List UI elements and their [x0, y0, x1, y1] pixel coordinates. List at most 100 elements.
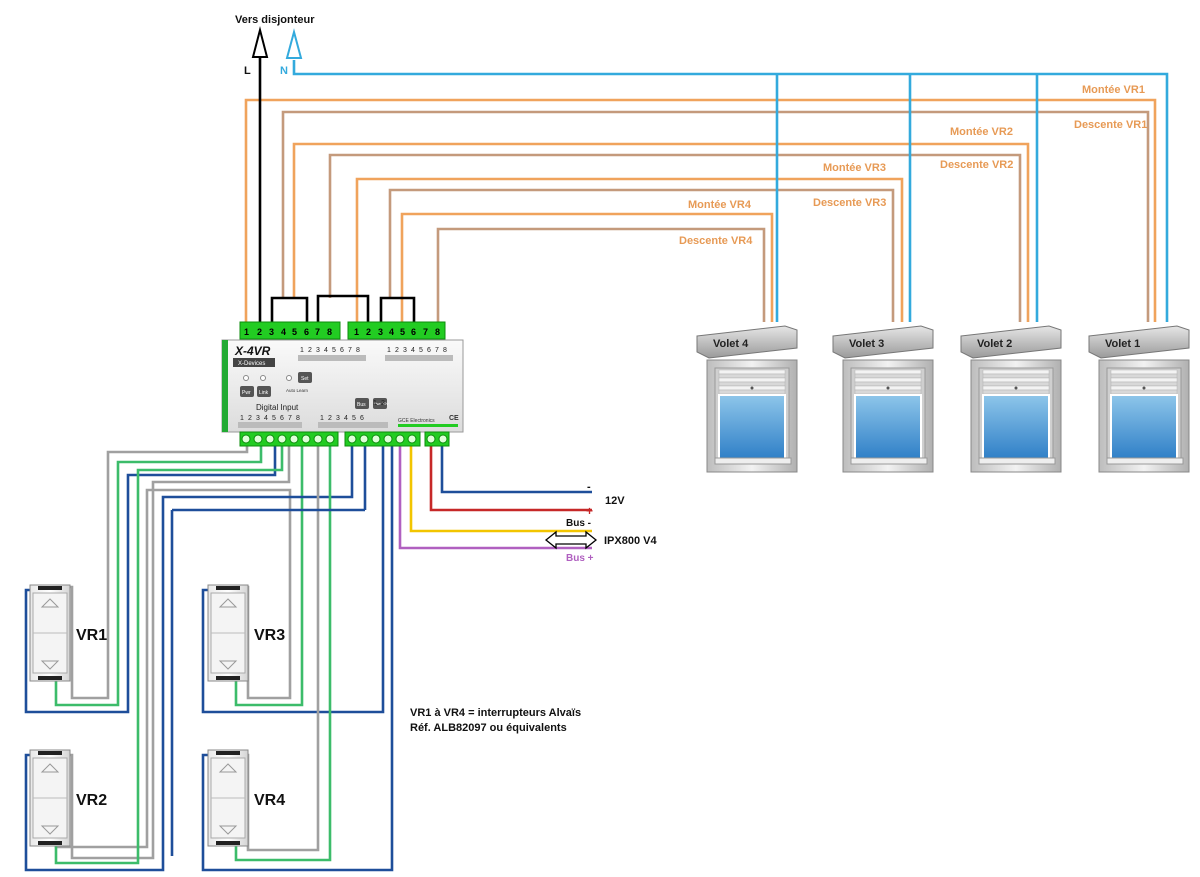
relay-num-left: 7: [348, 347, 352, 354]
terminal-screw: [359, 434, 369, 444]
breaker-arrows: [251, 26, 303, 59]
wire-descente-vr4: [436, 227, 766, 330]
top-terminal-right-7: 7: [423, 327, 428, 337]
wire-neutral: [292, 60, 1169, 322]
power-num: 2: [381, 400, 385, 407]
relay-num-right: 6: [427, 347, 431, 354]
wire-montee-vr3: [355, 177, 904, 330]
relay-num-left: 5: [332, 347, 336, 354]
bridge-1: [270, 296, 309, 330]
top-terminal-right-1: 1: [354, 327, 359, 337]
wire-12v-plus: [429, 445, 592, 512]
svg-text:Set: Set: [301, 376, 309, 382]
top-terminal-left-6: 6: [304, 327, 309, 337]
top-terminal-right-2: 2: [366, 327, 371, 337]
wire-descente-vr1: [281, 110, 1150, 322]
relay-num-left: 3: [316, 347, 320, 354]
label-descente-vr1: Descente VR1: [1074, 119, 1147, 131]
terminal-screw: [383, 434, 393, 444]
label-descente-vr2: Descente VR2: [940, 159, 1013, 171]
note-line-1: VR1 à VR4 = interrupteurs Alvaïs: [410, 707, 581, 719]
di-num: 1: [240, 415, 244, 422]
terminal-screw: [253, 434, 263, 444]
wire-montee-vr1: [244, 98, 1157, 330]
label-montee-vr4: Montée VR4: [688, 199, 752, 211]
down-arrow-icon: [218, 825, 238, 835]
terminal-screw: [395, 434, 405, 444]
auto-learn-label: Auto Learn: [286, 388, 309, 393]
note-line-2: Réf. ALB82097 ou équivalents: [410, 722, 567, 734]
bus-button: [355, 398, 369, 409]
bottom-num: 6: [360, 415, 364, 422]
top-terminal-block-left: [239, 321, 341, 340]
ce-mark: CE: [449, 415, 459, 422]
switch-label: VR3: [254, 627, 285, 644]
top-terminal-right-6: 6: [411, 327, 416, 337]
top-terminal-left-5: 5: [292, 327, 297, 337]
label-montee-vr1: Montée VR1: [1082, 84, 1145, 96]
bottom-num: 3: [336, 415, 340, 422]
relay-num-right: 3: [403, 347, 407, 354]
terminal-screw: [313, 434, 323, 444]
bus-minus-label: Bus -: [566, 518, 591, 529]
shutter-3: Volet 2: [960, 325, 1062, 473]
power-voltage: 12V: [605, 495, 625, 507]
pwr-button: [240, 386, 254, 397]
neutral-label: N: [280, 65, 288, 77]
shutter-label: Volet 1: [1105, 338, 1140, 350]
down-arrow-icon: [218, 660, 238, 670]
switch-vr4: VR4: [207, 749, 285, 847]
terminal-screw: [265, 434, 275, 444]
live-label: L: [244, 65, 251, 77]
terminal-screw: [426, 434, 436, 444]
top-terminal-left-2: 2: [257, 327, 262, 337]
up-arrow-icon: [40, 598, 60, 608]
svg-text:Pwr: Pwr: [242, 390, 251, 396]
relay-num-left: 2: [308, 347, 312, 354]
relay-num-right: 1: [387, 347, 391, 354]
power-num: 1: [373, 400, 377, 407]
down-arrow-icon: [40, 825, 60, 835]
up-arrow-icon: [40, 763, 60, 773]
module-name: X-4VR: [234, 344, 271, 358]
switch-vr1: VR1: [29, 584, 107, 682]
top-terminal-left-1: 1: [244, 327, 249, 337]
switch-wires: [24, 432, 394, 872]
terminal-screw: [301, 434, 311, 444]
top-terminal-right-3: 3: [378, 327, 383, 337]
terminal-screw: [407, 434, 417, 444]
wire-montee-vr2: [292, 142, 1030, 322]
terminal-screw: [277, 434, 287, 444]
shutter-label: Volet 2: [977, 338, 1012, 350]
pwr12v-button: [373, 398, 387, 409]
terminal-screw: [241, 434, 251, 444]
di-num: 2: [248, 415, 252, 422]
switch-label: VR4: [254, 792, 285, 809]
module-brand: X-Devices: [238, 361, 265, 367]
label-montee-vr3: Montée VR3: [823, 162, 886, 174]
relay-num-left: 1: [300, 347, 304, 354]
top-terminal-left-7: 7: [315, 327, 320, 337]
live-arrow-icon: [251, 26, 269, 58]
bottom-num: 1: [320, 415, 324, 422]
wire-bus-plus: [398, 445, 592, 550]
bottom-terminal-block-1: [239, 431, 339, 447]
switch-label: VR2: [76, 792, 107, 809]
up-arrow-icon: [218, 598, 238, 608]
di-num: 4: [264, 415, 268, 422]
label-descente-vr4: Descente VR4: [679, 235, 753, 247]
switch-vr3: VR3: [207, 584, 285, 682]
up-arrow-icon: [218, 763, 238, 773]
top-terminal-left-4: 4: [281, 327, 286, 337]
di-num: 3: [256, 415, 260, 422]
top-terminal-right-4: 4: [389, 327, 394, 337]
digital-input-label: Digital Input: [256, 403, 299, 412]
shutter-label: Volet 4: [713, 338, 749, 350]
terminal-screw: [438, 434, 448, 444]
ipx800-label: IPX800 V4: [604, 535, 657, 547]
relay-num-right: 2: [395, 347, 399, 354]
shutter-2: Volet 3: [832, 325, 934, 473]
top-terminal-block-right: [347, 321, 446, 340]
manufacturer-label: GCE Electronics: [398, 418, 435, 424]
